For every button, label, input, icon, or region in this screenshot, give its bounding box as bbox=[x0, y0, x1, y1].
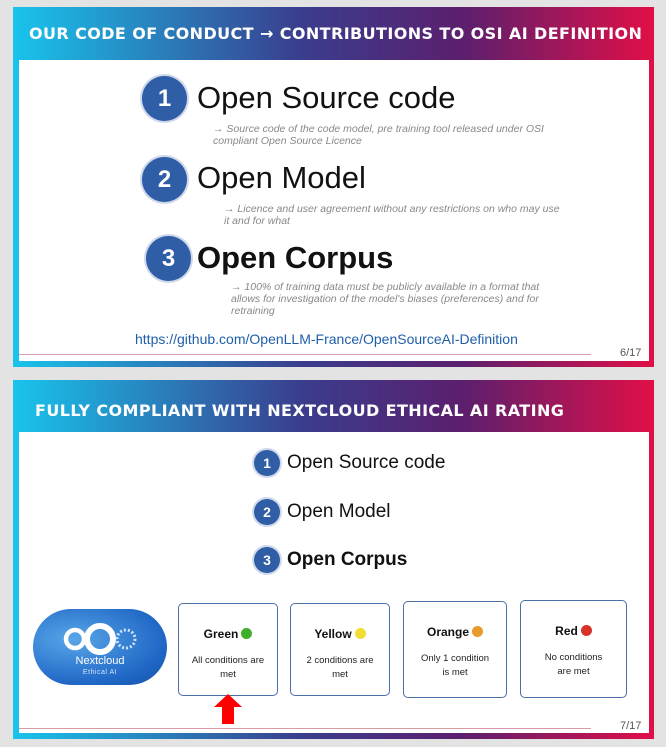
slide-7: FULLY COMPLIANT WITH NEXTCLOUD ETHICAL A… bbox=[13, 380, 654, 739]
slide-title: OUR CODE OF CONDUCT → CONTRIBUTIONS TO O… bbox=[29, 24, 643, 43]
orange-dot-icon bbox=[472, 626, 483, 637]
number-badge-3: 3 bbox=[254, 547, 280, 573]
nextcloud-logo: Nextcloud Ethical AI bbox=[33, 609, 167, 685]
rating-card-red: Red No conditions are met bbox=[520, 600, 627, 698]
number-badge-1: 1 bbox=[142, 76, 187, 121]
item-label-open-corpus: Open Corpus bbox=[197, 240, 394, 275]
item-label-open-source-code: Open Source code bbox=[287, 452, 446, 473]
number-badge-2: 2 bbox=[254, 499, 280, 525]
slide-content-panel: 1 Open Source code → Source code of the … bbox=[19, 60, 649, 361]
logo-name: Nextcloud bbox=[75, 655, 125, 667]
rating-card-orange: Orange Only 1 condition is met bbox=[403, 601, 507, 698]
item-description: → Licence and user agreement without any… bbox=[224, 203, 560, 227]
footer-divider bbox=[19, 728, 591, 729]
item-label-open-corpus: Open Corpus bbox=[287, 549, 408, 570]
item-description: → Source code of the code model, pre tra… bbox=[213, 123, 544, 147]
rating-description: 2 conditions are met bbox=[306, 655, 374, 680]
page-number: 7/17 bbox=[620, 720, 642, 732]
rating-description: No conditions are met bbox=[544, 652, 603, 677]
nextcloud-logo-icon bbox=[63, 623, 137, 655]
yellow-dot-icon bbox=[354, 628, 366, 639]
item-description: → 100% of training data must be publicly… bbox=[231, 281, 540, 317]
slide-6: OUR CODE OF CONDUCT → CONTRIBUTIONS TO O… bbox=[13, 7, 654, 367]
rating-name: Red bbox=[555, 624, 578, 638]
slide-content-panel: 1 Open Source code 2 Open Model 3 Open C… bbox=[19, 432, 649, 733]
rating-card-yellow: Yellow 2 conditions are met bbox=[290, 603, 390, 696]
item-label-open-model: Open Model bbox=[287, 501, 391, 522]
rating-description: All conditions are met bbox=[191, 655, 265, 680]
logo-subtitle: Ethical AI bbox=[82, 669, 118, 676]
number-badge-1: 1 bbox=[254, 450, 280, 476]
slide-title: FULLY COMPLIANT WITH NEXTCLOUD ETHICAL A… bbox=[35, 401, 565, 420]
red-up-arrow-icon bbox=[214, 694, 242, 724]
page-number: 6/17 bbox=[620, 347, 642, 359]
rating-name: Green bbox=[203, 627, 239, 641]
number-badge-2: 2 bbox=[142, 157, 187, 202]
footer-divider bbox=[19, 354, 591, 355]
rating-card-green: Green All conditions are met bbox=[178, 603, 278, 696]
number-badge-3: 3 bbox=[146, 236, 191, 281]
red-dot-icon bbox=[580, 625, 592, 636]
green-dot-icon bbox=[241, 628, 253, 639]
rating-description: Only 1 condition is met bbox=[420, 653, 490, 678]
item-label-open-model: Open Model bbox=[197, 160, 366, 195]
item-label-open-source-code: Open Source code bbox=[197, 80, 456, 115]
github-link[interactable]: https://github.com/OpenLLM-France/OpenSo… bbox=[135, 331, 518, 347]
rating-name: Yellow bbox=[314, 627, 352, 641]
rating-name: Orange bbox=[426, 625, 469, 639]
